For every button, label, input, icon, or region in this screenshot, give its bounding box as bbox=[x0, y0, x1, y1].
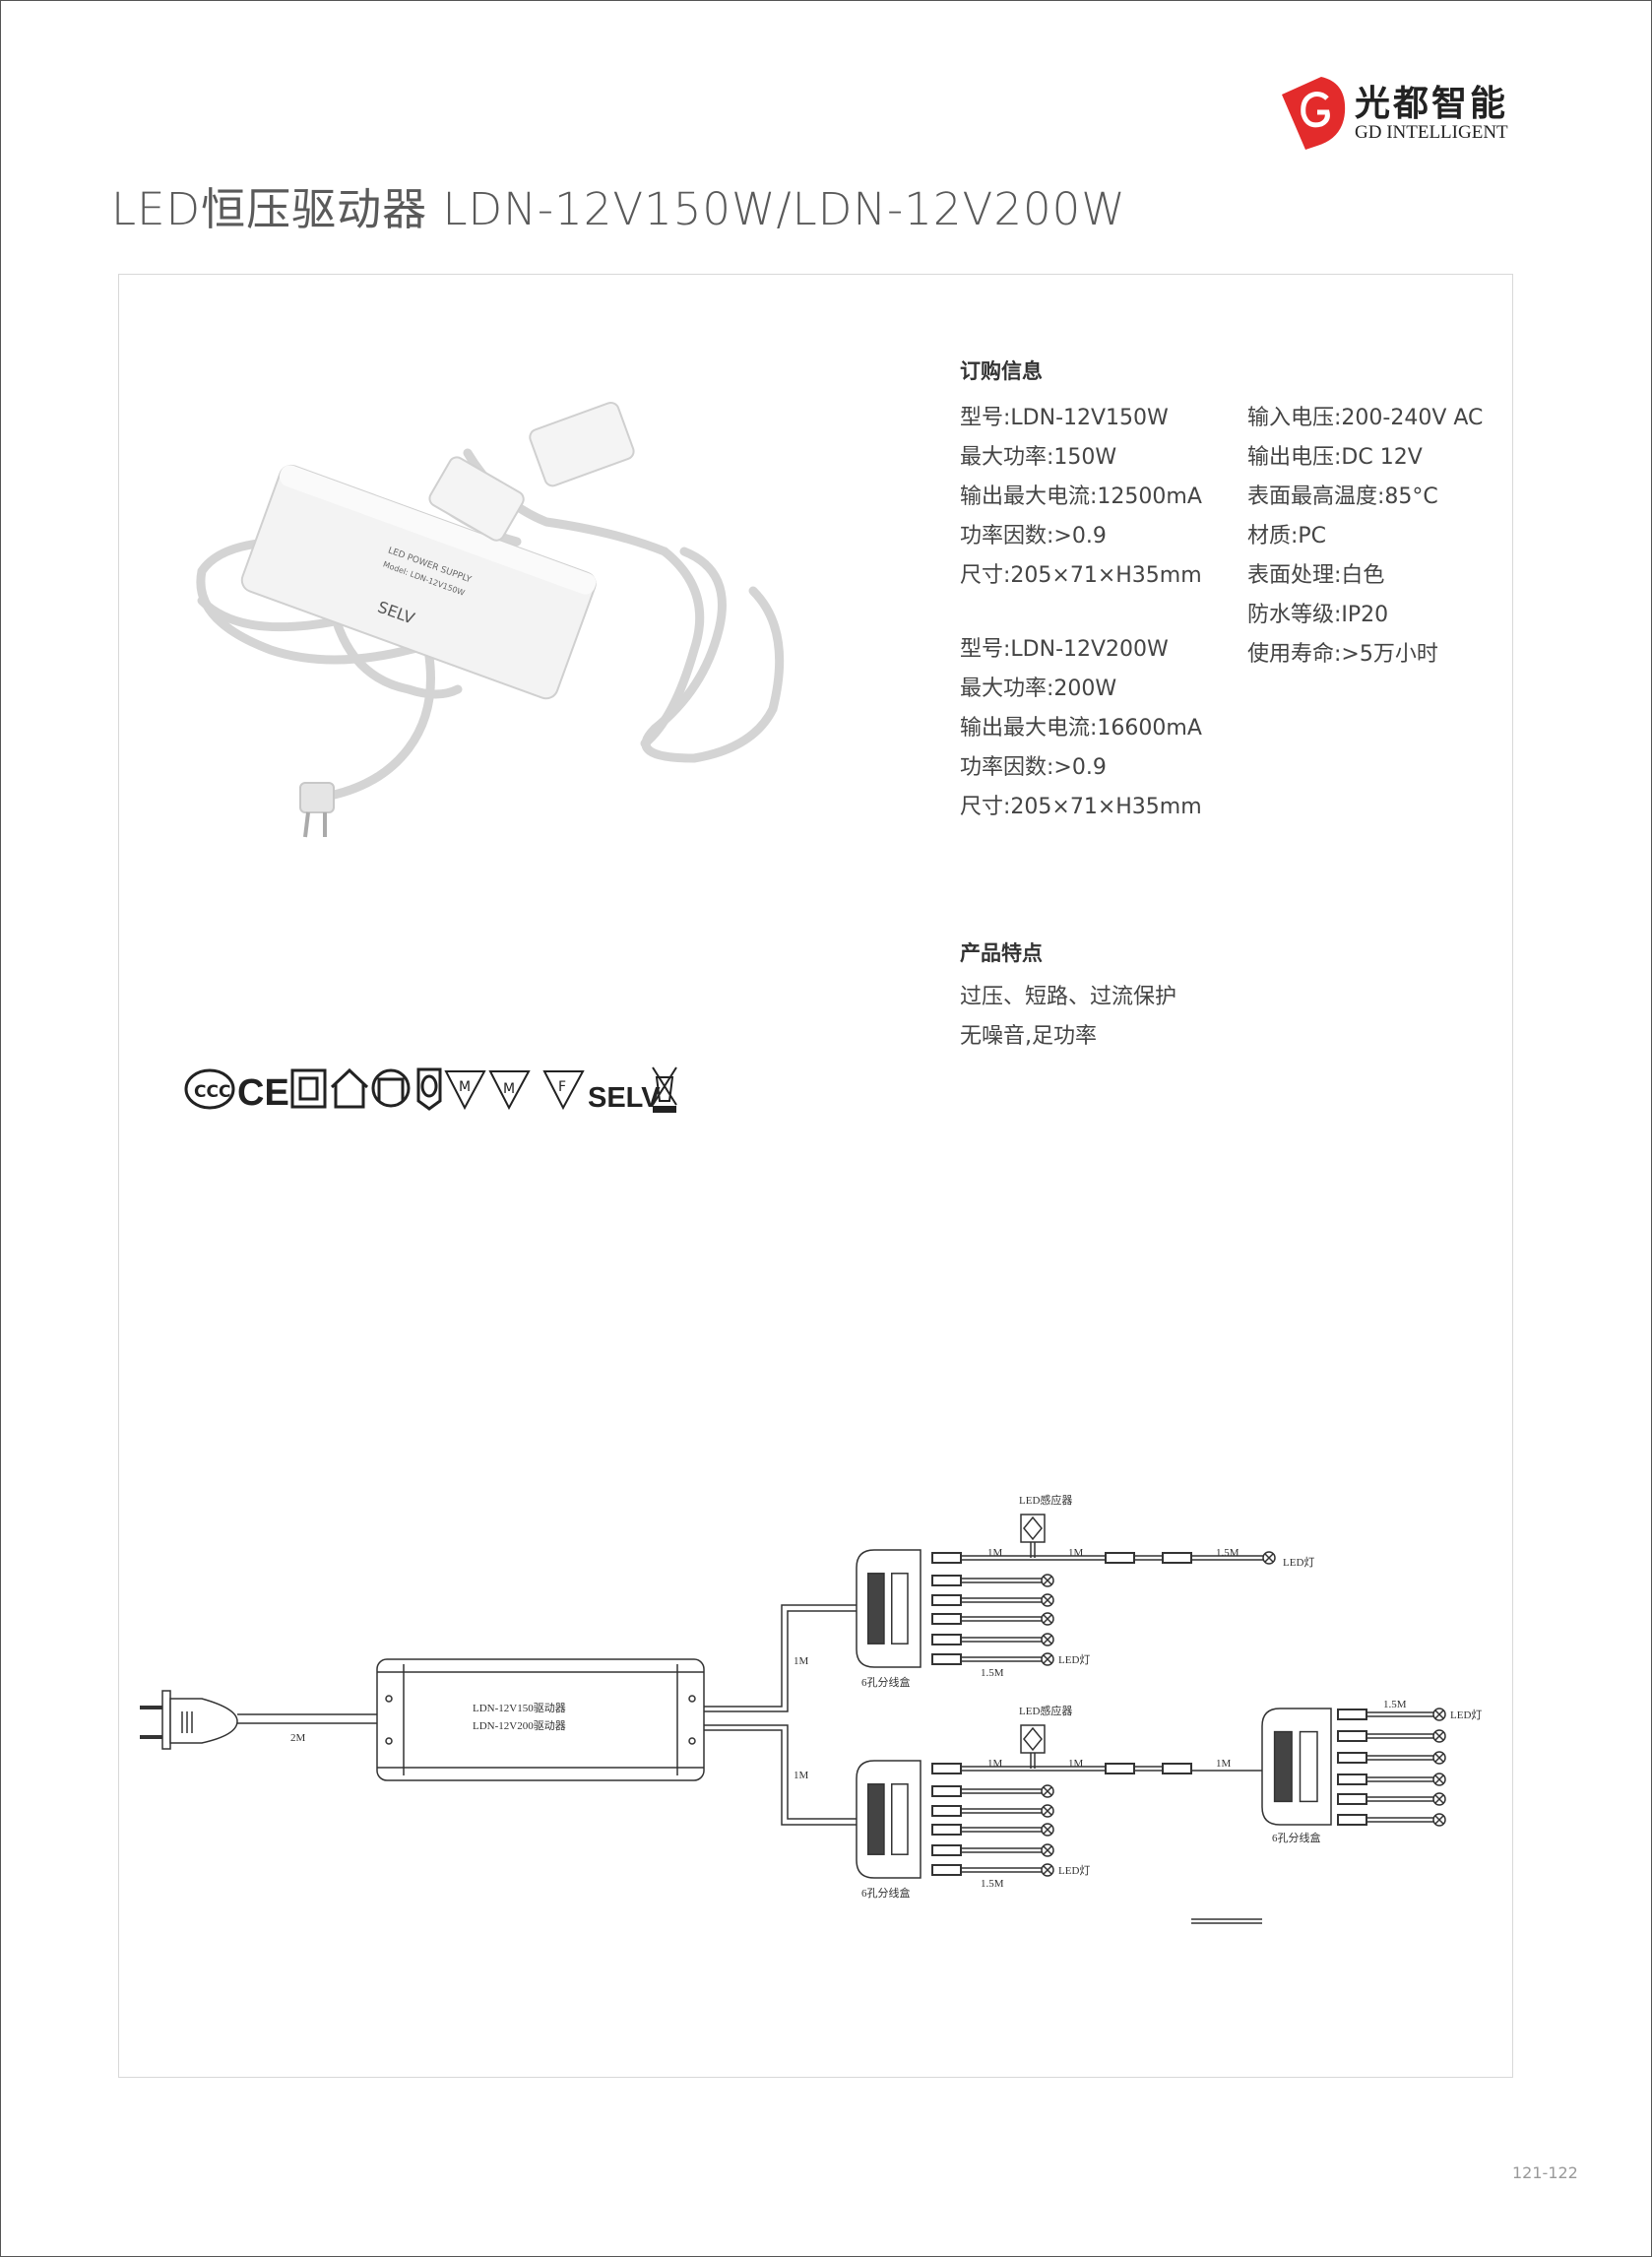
spec-lifetime: 使用寿命:>5万小时 bbox=[1247, 642, 1438, 667]
spec-max-current: 输出最大电流:16600mA bbox=[960, 716, 1202, 741]
brand-name-en: GD INTELLIGENT bbox=[1355, 122, 1508, 143]
feature-item: 无噪音,足功率 bbox=[960, 1024, 1097, 1049]
certification-marks: CCC CE M M F SELV bbox=[184, 1066, 677, 1114]
indoor-use-icon bbox=[330, 1067, 369, 1109]
brand-logo: 光都智能 GD INTELLIGENT bbox=[1278, 73, 1524, 152]
spec-material: 材质:PC bbox=[1247, 524, 1327, 548]
f-mark-icon: F bbox=[542, 1070, 585, 1111]
product-photo: LED POWER SUPPLY Model: LDN-12V150W SELV bbox=[196, 401, 785, 838]
spec-finish: 表面处理:白色 bbox=[1247, 563, 1385, 588]
ce-icon: CE bbox=[237, 1072, 289, 1114]
spec-output-voltage: 输出电压:DC 12V bbox=[1247, 445, 1423, 470]
svg-text:CE: CE bbox=[237, 1072, 289, 1114]
spec-ip-rating: 防水等级:IP20 bbox=[1247, 603, 1389, 627]
spec-list-common: 输入电压:200-240V AC 输出电压:DC 12V 表面最高温度:85°C… bbox=[1247, 399, 1483, 675]
mm-mark-icon: M bbox=[488, 1070, 531, 1111]
gd-logo-icon bbox=[1282, 77, 1346, 150]
spec-model: 型号:LDN-12V150W bbox=[960, 406, 1169, 430]
svg-text:M: M bbox=[459, 1079, 471, 1095]
svg-text:F: F bbox=[558, 1079, 566, 1095]
weee-bin-icon bbox=[652, 1066, 677, 1113]
spec-max-power: 最大功率:200W bbox=[960, 677, 1117, 701]
spec-max-current: 输出最大电流:12500mA bbox=[960, 484, 1202, 509]
power-plug bbox=[299, 782, 335, 838]
thermal-protection-icon bbox=[371, 1068, 411, 1108]
spec-size: 尺寸:205×71×H35mm bbox=[960, 795, 1202, 819]
spec-model: 型号:LDN-12V200W bbox=[960, 637, 1169, 662]
safety-transformer-icon bbox=[416, 1067, 442, 1111]
order-info-heading: 订购信息 bbox=[960, 359, 1043, 383]
spec-list-150w: 型号:LDN-12V150W 最大功率:150W 输出最大电流:12500mA … bbox=[960, 399, 1202, 596]
svg-text:SELV: SELV bbox=[588, 1082, 661, 1114]
page-number: 121-122 bbox=[1512, 2163, 1578, 2182]
spec-power-factor: 功率因数:>0.9 bbox=[960, 755, 1107, 780]
feature-item: 过压、短路、过流保护 bbox=[960, 985, 1177, 1009]
spec-max-temp: 表面最高温度:85°C bbox=[1247, 484, 1438, 509]
brand-name-cn: 光都智能 bbox=[1355, 84, 1509, 124]
features-list: 过压、短路、过流保护 无噪音,足功率 bbox=[960, 978, 1176, 1057]
spec-power-factor: 功率因数:>0.9 bbox=[960, 524, 1107, 548]
selv-icon: SELV bbox=[588, 1082, 661, 1114]
spec-list-200w: 型号:LDN-12V200W 最大功率:200W 输出最大电流:16600mA … bbox=[960, 630, 1202, 827]
double-insulation-icon bbox=[290, 1068, 327, 1109]
product-frame bbox=[118, 274, 1513, 2078]
svg-text:M: M bbox=[503, 1081, 515, 1097]
page-title: LED恒压驱动器 LDN-12V150W/LDN-12V200W bbox=[111, 183, 1126, 235]
spec-input-voltage: 输入电压:200-240V AC bbox=[1247, 406, 1484, 430]
ccc-icon: CCC bbox=[184, 1068, 235, 1110]
spec-max-power: 最大功率:150W bbox=[960, 445, 1117, 470]
features-heading: 产品特点 bbox=[960, 941, 1043, 965]
svg-text:CCC: CCC bbox=[194, 1082, 230, 1102]
m-mark-icon: M bbox=[444, 1070, 486, 1111]
spec-size: 尺寸:205×71×H35mm bbox=[960, 563, 1202, 588]
